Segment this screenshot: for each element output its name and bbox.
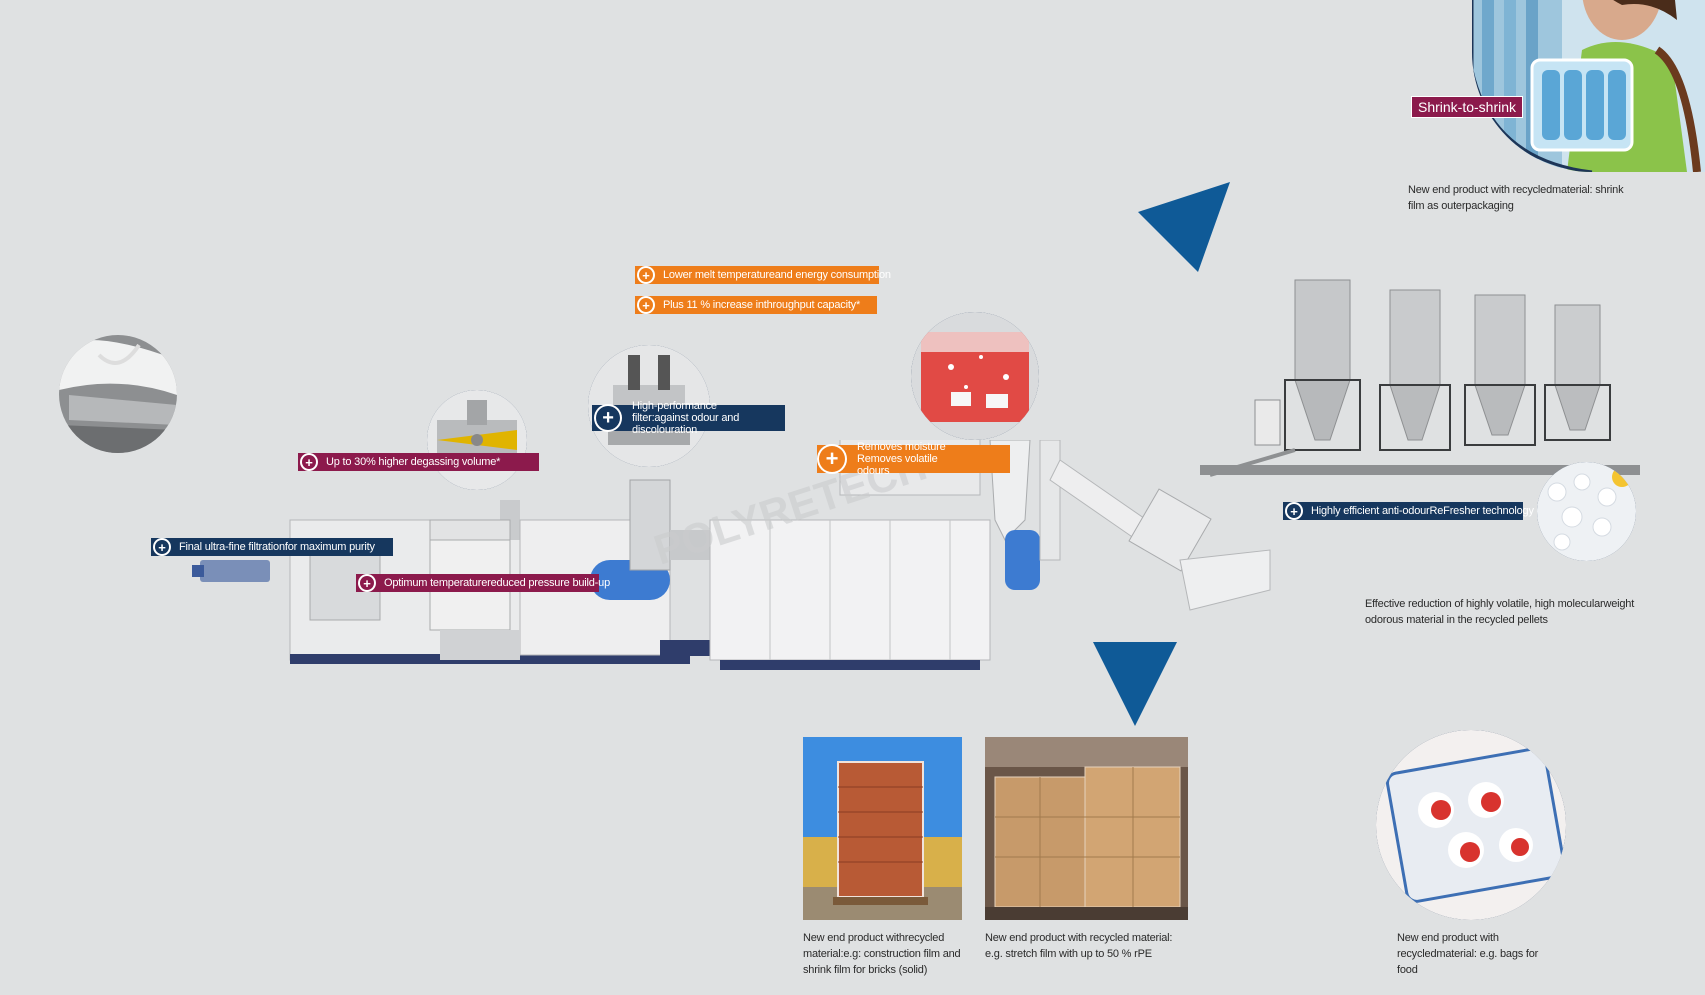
shrink-film-photo — [1472, 0, 1705, 172]
bricks-caption: New end product withrecycled material:e.… — [803, 932, 961, 976]
pellets-zoom — [1537, 462, 1636, 561]
food-bags-photo — [1376, 730, 1566, 920]
raw-film-photo — [59, 335, 177, 453]
plus-icon: + — [594, 404, 622, 432]
shrink-to-shrink-badge: Shrink-to-shrink — [1411, 96, 1524, 118]
tag-optimum-temperature-label: Optimum temperaturereduced pressure buil… — [384, 577, 610, 589]
tag-optimum-temperature[interactable]: + Optimum temperaturereduced pressure bu… — [356, 574, 610, 592]
tag-plus-11[interactable]: + Plus 11 % increase inthroughput capaci… — [635, 296, 877, 314]
tag-high-performance-filter[interactable]: + High-performance filter:against odour … — [592, 400, 785, 436]
tag-lower-melt[interactable]: + Lower melt temperatureand energy consu… — [635, 266, 891, 284]
moisture-removal-zoom — [911, 312, 1039, 440]
tag-moisture-label: Removes moisture Removes volatile odours — [857, 441, 946, 477]
shrink-film-caption: New end product with recycledmaterial: s… — [1408, 184, 1624, 212]
bricks-photo — [803, 737, 962, 920]
plus-icon: + — [817, 444, 847, 474]
plus-icon: + — [1285, 502, 1303, 520]
tag-anti-odour-label: Highly efficient anti-odourReFresher tec… — [1311, 505, 1534, 517]
tag-degassing-label: Up to 30% higher degassing volume* — [326, 456, 501, 468]
plus-icon: + — [300, 453, 318, 471]
arrow-up-right-icon — [1138, 182, 1230, 272]
arrow-down-icon — [1093, 642, 1177, 726]
tag-anti-odour[interactable]: + Highly efficient anti-odourReFresher t… — [1283, 502, 1534, 520]
tag-final-filtration-label: Final ultra-fine filtrationfor maximum p… — [179, 541, 375, 553]
food-bags-caption: New end product with recycledmaterial: e… — [1397, 932, 1539, 976]
plus-icon: + — [358, 574, 376, 592]
pellets-caption: Effective reduction of highly volatile, … — [1365, 598, 1635, 626]
plus-icon: + — [153, 538, 171, 556]
tag-lower-melt-label: Lower melt temperatureand energy consump… — [663, 269, 891, 281]
degassing-screw-zoom — [427, 390, 527, 490]
tag-plus-11-label: Plus 11 % increase inthroughput capacity… — [663, 299, 861, 311]
tag-moisture[interactable]: + Removes moisture Removes volatile odou… — [817, 441, 1010, 477]
tag-final-filtration[interactable]: + Final ultra-fine filtrationfor maximum… — [151, 538, 393, 556]
plus-icon: + — [637, 296, 655, 314]
tag-degassing[interactable]: + Up to 30% higher degassing volume* — [298, 453, 539, 471]
tag-high-performance-filter-label: High-performance filter:against odour an… — [632, 400, 740, 436]
stretch-film-caption: New end product with recycled material: … — [985, 932, 1173, 960]
stretch-film-photo — [985, 737, 1188, 920]
extrusion-line-machine: POLYRETECH — [192, 440, 1271, 670]
refresher-silos — [1200, 279, 1640, 477]
plus-icon: + — [637, 266, 655, 284]
